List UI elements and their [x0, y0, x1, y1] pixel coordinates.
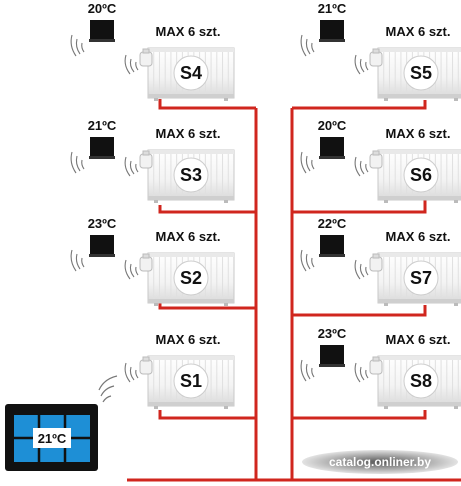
room-thermostat[interactable]: 20ºC: [300, 118, 347, 174]
zone-id: S3: [180, 165, 202, 185]
controller-temp-box: [33, 428, 71, 448]
zone-id: S6: [410, 165, 432, 185]
signal-icon: [70, 34, 85, 57]
thermostat-body: [90, 137, 114, 156]
zone-s4: 20ºC MAX 6 szt. S4: [70, 1, 235, 101]
max-label: MAX 6 szt.: [385, 126, 450, 141]
room-thermostat[interactable]: 23ºC: [300, 326, 347, 382]
valve-signal-icon: [354, 54, 369, 75]
room-thermostat[interactable]: 20ºC: [70, 1, 117, 57]
thermostat-base: [319, 156, 345, 159]
zone-s1: MAX 6 szt. S1: [124, 332, 235, 409]
thermostat-temp: 23ºC: [318, 326, 347, 341]
thermostatic-valve-icon: [139, 356, 153, 375]
thermostat-temp: 23ºC: [88, 216, 117, 231]
zone-id: S8: [410, 371, 432, 391]
room-thermostat[interactable]: 21ºC: [300, 1, 347, 57]
thermostat-temp: 21ºC: [88, 118, 117, 133]
zone-badge: [173, 55, 209, 91]
watermark-text: catalog.onliner.by: [329, 455, 431, 469]
thermostat-base: [89, 254, 115, 257]
zone-badge: [173, 363, 209, 399]
thermostat-temp: 22ºC: [318, 216, 347, 231]
signal-icon: [300, 151, 315, 174]
zone-id: S2: [180, 268, 202, 288]
signal-icon: [70, 249, 85, 272]
room-thermostat[interactable]: 23ºC: [70, 216, 117, 272]
zone-badge: [173, 260, 209, 296]
zone-s3: 21ºC MAX 6 szt. S3: [70, 118, 235, 203]
thermostatic-valve-icon: [369, 150, 383, 169]
thermostat-body: [90, 235, 114, 254]
central-controller[interactable]: 21ºC: [5, 375, 118, 471]
thermostatic-valve-icon: [369, 253, 383, 272]
valve-signal-icon: [124, 156, 139, 177]
zone-badge: [403, 260, 439, 296]
thermostatic-valve-icon: [139, 253, 153, 272]
valve-signal-icon: [354, 156, 369, 177]
thermostatic-valve-icon: [369, 48, 383, 67]
max-label: MAX 6 szt.: [385, 24, 450, 39]
thermostat-base: [319, 39, 345, 42]
zone-s2: 23ºC MAX 6 szt. S2: [70, 216, 235, 306]
zone-s5: 21ºC MAX 6 szt. S5: [300, 1, 461, 101]
signal-icon: [300, 34, 315, 57]
thermostatic-valve-icon: [139, 48, 153, 67]
thermostat-body: [320, 235, 344, 254]
thermostat-temp: 21ºC: [318, 1, 347, 16]
zone-id: S7: [410, 268, 432, 288]
thermostatic-valve-icon: [369, 356, 383, 375]
zone-id: S5: [410, 63, 432, 83]
valve-signal-icon: [124, 54, 139, 75]
room-thermostat[interactable]: 21ºC: [70, 118, 117, 174]
valve-signal-icon: [124, 259, 139, 280]
zone-badge: [403, 157, 439, 193]
max-label: MAX 6 szt.: [155, 24, 220, 39]
watermark: catalog.onliner.by: [302, 450, 458, 474]
thermostatic-valve-icon: [139, 150, 153, 169]
thermostat-temp: 20ºC: [88, 1, 117, 16]
zone-s6: 20ºC MAX 6 szt. S6: [300, 118, 461, 203]
zone-s8: 23ºC MAX 6 szt. S8: [300, 326, 461, 409]
zone-badge: [173, 157, 209, 193]
zone-s7: 22ºC MAX 6 szt. S7: [300, 216, 461, 306]
max-label: MAX 6 szt.: [155, 126, 220, 141]
room-thermostat[interactable]: 22ºC: [300, 216, 347, 272]
thermostat-base: [89, 156, 115, 159]
zone-badge: [403, 55, 439, 91]
zone-id: S1: [180, 371, 202, 391]
valve-signal-icon: [354, 259, 369, 280]
thermostat-base: [319, 254, 345, 257]
signal-icon: [300, 359, 315, 382]
thermostat-base: [319, 364, 345, 367]
controller-temp: 21ºC: [38, 431, 67, 446]
thermostat-body: [320, 345, 344, 364]
thermostat-body: [90, 20, 114, 39]
thermostat-temp: 20ºC: [318, 118, 347, 133]
max-label: MAX 6 szt.: [155, 332, 220, 347]
thermostat-base: [89, 39, 115, 42]
zone-id: S4: [180, 63, 202, 83]
valve-signal-icon: [354, 362, 369, 383]
thermostat-body: [320, 20, 344, 39]
signal-icon: [70, 151, 85, 174]
thermostat-body: [320, 137, 344, 156]
signal-icon: [300, 249, 315, 272]
max-label: MAX 6 szt.: [385, 229, 450, 244]
max-label: MAX 6 szt.: [385, 332, 450, 347]
zone-badge: [403, 363, 439, 399]
valve-signal-icon: [124, 362, 139, 383]
max-label: MAX 6 szt.: [155, 229, 220, 244]
controller-signal-icon: [98, 375, 118, 403]
